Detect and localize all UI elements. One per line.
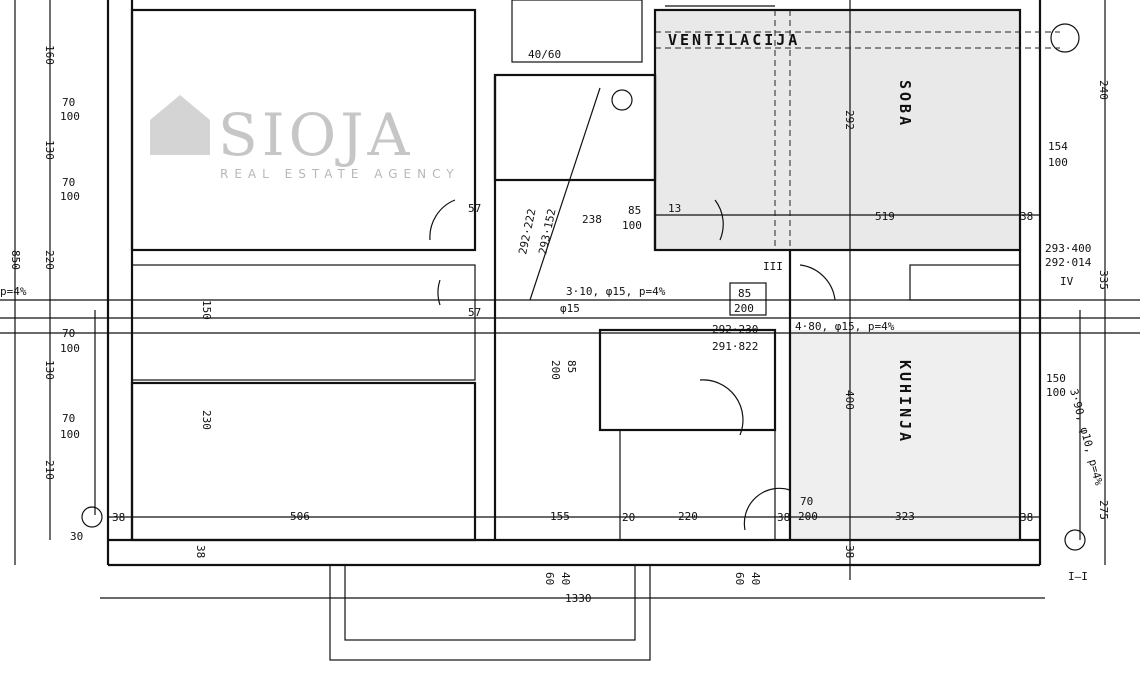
door-100: 100 xyxy=(622,219,642,232)
dim-38-bottom: 38 xyxy=(194,545,207,558)
kuhinja-label: KUHINJA xyxy=(896,360,914,444)
dim-323: 323 xyxy=(895,510,915,523)
pipe-label-3: 3·90, φ10, p=4% xyxy=(1067,387,1105,487)
dim-155: 155 xyxy=(550,510,570,523)
dim-519: 519 xyxy=(875,210,895,223)
win-100: 100 xyxy=(60,110,80,123)
kuhinja-shading xyxy=(790,330,1020,540)
dim-38: 38 xyxy=(1020,210,1033,223)
dim-238: 238 xyxy=(582,213,602,226)
pipe-left-label: p=4% xyxy=(0,285,27,298)
level-291-822: 291·822 xyxy=(712,340,758,353)
win-100: 100 xyxy=(1046,386,1066,399)
dim-210: 210 xyxy=(43,460,56,480)
box-85: 85 xyxy=(738,287,751,300)
win-100: 100 xyxy=(60,190,80,203)
dim-160: 160 xyxy=(43,45,56,65)
dim-400: 400 xyxy=(843,390,856,410)
toilet-icon xyxy=(611,89,633,111)
level-292-014: 292·014 xyxy=(1045,256,1092,269)
soba-shading xyxy=(655,10,1020,250)
dim-20: 20 xyxy=(622,511,635,524)
win-100: 100 xyxy=(1048,156,1068,169)
pipe-level-diag1: 292·222 xyxy=(516,208,538,256)
watermark-brand: SIOJA xyxy=(218,101,413,169)
win-100: 100 xyxy=(60,428,80,441)
door-swings xyxy=(429,199,836,531)
door-85: 85 xyxy=(628,204,641,217)
level-293-400: 293·400 xyxy=(1045,242,1091,255)
watermark-tagline: REAL ESTATE AGENCY xyxy=(220,167,460,181)
dim-38: 38 xyxy=(1020,511,1033,524)
door-57: 57 xyxy=(468,202,481,215)
pipe-label-1b: φ15 xyxy=(560,302,580,315)
step-60: 60 xyxy=(543,572,556,585)
win-70: 70 xyxy=(62,412,75,425)
dim-220: 220 xyxy=(43,250,56,270)
pipe-label-1: 3·10, φ15, p=4% xyxy=(566,285,666,298)
section-i: I–I xyxy=(1068,570,1088,583)
pipe-level-diag2: 293·152 xyxy=(536,208,558,256)
dim-30: 30 xyxy=(70,530,83,543)
dim-506: 506 xyxy=(290,510,310,523)
win-70: 70 xyxy=(62,96,75,109)
watermark: SIOJA REAL ESTATE AGENCY xyxy=(150,95,460,181)
dim-85: 85 xyxy=(565,360,578,373)
step-60: 60 xyxy=(733,572,746,585)
win-150: 150 xyxy=(1046,372,1066,385)
dim-240: 240 xyxy=(1097,80,1110,100)
dim-130a: 130 xyxy=(43,140,56,160)
inspection-box xyxy=(729,282,767,316)
dim-275: 275 xyxy=(1097,500,1110,520)
dim-292: 292 xyxy=(843,110,856,130)
dim-150: 150 xyxy=(200,300,213,320)
dim-335: 335 xyxy=(1097,270,1110,290)
pipe-label-2: 4·80, φ15, p=4% xyxy=(795,320,895,333)
dim-38: 38 xyxy=(843,545,856,558)
win-70: 70 xyxy=(62,176,75,189)
dim-38: 38 xyxy=(777,511,790,524)
soba-label: SOBA xyxy=(896,80,914,128)
vent-circle-icon xyxy=(1050,23,1080,53)
dim-1330: 1330 xyxy=(565,592,592,605)
shaft-40-60: 40/60 xyxy=(528,48,561,61)
door-13: 13 xyxy=(668,202,681,215)
dim-850: 850 xyxy=(9,250,22,270)
dim-38: 38 xyxy=(112,511,125,524)
section-iii: III xyxy=(763,260,783,273)
level-292-230: 292·230 xyxy=(712,323,758,336)
door-57: 57 xyxy=(468,306,481,319)
door-200: 200 xyxy=(798,510,818,523)
pipe-band xyxy=(0,10,1140,540)
dim-220: 220 xyxy=(678,510,698,523)
drain-left-icon xyxy=(81,506,103,528)
step-40: 40 xyxy=(749,572,762,585)
drain-right-icon xyxy=(1064,529,1086,551)
dimension-lines xyxy=(14,0,1106,599)
watermark-house-icon xyxy=(150,95,210,155)
box-200: 200 xyxy=(734,302,754,315)
step-40: 40 xyxy=(559,572,572,585)
door-70: 70 xyxy=(800,495,813,508)
win-154: 154 xyxy=(1048,140,1068,153)
ventilacija-label: VENTILACIJA xyxy=(668,31,800,49)
section-iv: IV xyxy=(1060,275,1074,288)
win-70: 70 xyxy=(62,327,75,340)
win-100: 100 xyxy=(60,342,80,355)
dim-200: 200 xyxy=(549,360,562,380)
dim-230: 230 xyxy=(200,410,213,430)
walls xyxy=(106,0,1042,661)
dim-130b: 130 xyxy=(43,360,56,380)
